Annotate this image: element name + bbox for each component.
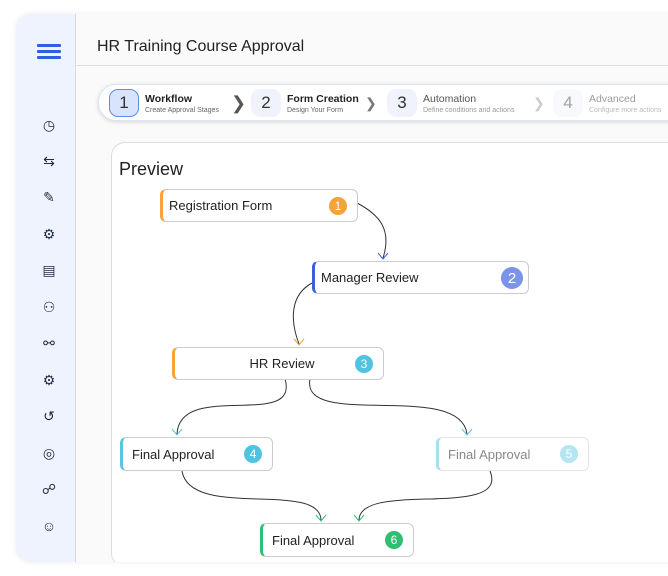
speed-settings-icon[interactable]: ◎ xyxy=(42,445,56,461)
connector xyxy=(181,470,322,521)
arrow-head xyxy=(171,428,183,436)
connector xyxy=(358,470,493,521)
connector xyxy=(292,282,313,345)
step-number: 4 xyxy=(553,89,583,117)
flow-settings-icon[interactable]: ⚙ xyxy=(42,372,56,388)
network-icon[interactable]: ⚯ xyxy=(43,335,55,351)
idea-settings-icon[interactable]: ⚙ xyxy=(42,226,56,242)
divider xyxy=(77,65,668,66)
arrow-head xyxy=(377,252,389,260)
dashboard-icon[interactable]: ◷ xyxy=(42,117,56,133)
step-number: 3 xyxy=(387,89,417,117)
chevron-right-icon: ❯ xyxy=(533,95,545,111)
chevron-right-icon: ❯ xyxy=(365,95,377,111)
connector xyxy=(309,378,468,435)
node-badge: 6 xyxy=(385,531,403,549)
step-sub: Create Approval Stages xyxy=(145,106,219,114)
support-agent-icon[interactable]: ☺ xyxy=(41,518,57,534)
flow-node-registration-form[interactable]: Registration Form 1 xyxy=(160,189,358,222)
workflow-icon[interactable]: ⇆ xyxy=(43,153,55,169)
hamburger-menu-icon[interactable] xyxy=(37,44,61,62)
node-label: Manager Review xyxy=(321,270,419,285)
connector xyxy=(356,202,387,259)
step-label: Form Creation xyxy=(287,92,359,105)
arrow-head xyxy=(293,338,305,346)
node-label: Registration Form xyxy=(169,198,273,213)
step-number: 2 xyxy=(251,89,281,117)
user-settings-icon[interactable]: ⚇ xyxy=(42,299,56,315)
node-badge: 3 xyxy=(355,355,373,373)
node-badge: 1 xyxy=(329,197,347,215)
arrow-head xyxy=(315,514,327,522)
step-label: Advanced xyxy=(589,92,636,105)
node-label: HR Review xyxy=(249,356,315,371)
flow-node-manager-review[interactable]: Manager Review 2 xyxy=(312,261,529,294)
form-edit-icon[interactable]: ✎ xyxy=(43,189,55,205)
step-number: 1 xyxy=(109,89,139,117)
page-title: HR Training Course Approval xyxy=(97,38,305,55)
news-icon[interactable]: ▤ xyxy=(42,262,56,278)
step-sub: Design Your Form xyxy=(287,106,344,114)
history-icon[interactable]: ↺ xyxy=(43,408,55,424)
chevron-right-icon: ❯ xyxy=(231,93,247,113)
connector xyxy=(176,378,287,435)
node-badge: 2 xyxy=(501,267,523,289)
preview-title: Preview xyxy=(119,159,184,179)
node-badge: 4 xyxy=(244,445,262,463)
node-label: Final Approval xyxy=(448,446,531,462)
step-label: Workflow xyxy=(145,92,193,105)
step-sub: Configure more actions xyxy=(589,106,662,114)
sidebar: ◷ ⇆ ✎ ⚙ ▤ ⚇ ⚯ ⚙ ↺ ◎ ☍ ☺ xyxy=(16,14,76,562)
flow-node-final-approval-4[interactable]: Final Approval 4 xyxy=(120,437,273,471)
node-badge: 5 xyxy=(560,445,578,463)
step-label: Automation xyxy=(423,92,477,105)
node-label: Final Approval xyxy=(272,532,355,548)
arrow-head xyxy=(461,428,473,436)
flow-node-final-approval-6[interactable]: Final Approval 6 xyxy=(260,523,414,557)
hierarchy-icon[interactable]: ☍ xyxy=(41,481,57,497)
arrow-head xyxy=(353,514,365,522)
flow-node-hr-review[interactable]: HR Review 3 xyxy=(172,347,384,380)
node-label: Final Approval xyxy=(132,446,215,462)
step-sub: Define conditions and actions xyxy=(423,106,515,114)
flow-node-final-approval-5[interactable]: Final Approval 5 xyxy=(436,437,589,471)
